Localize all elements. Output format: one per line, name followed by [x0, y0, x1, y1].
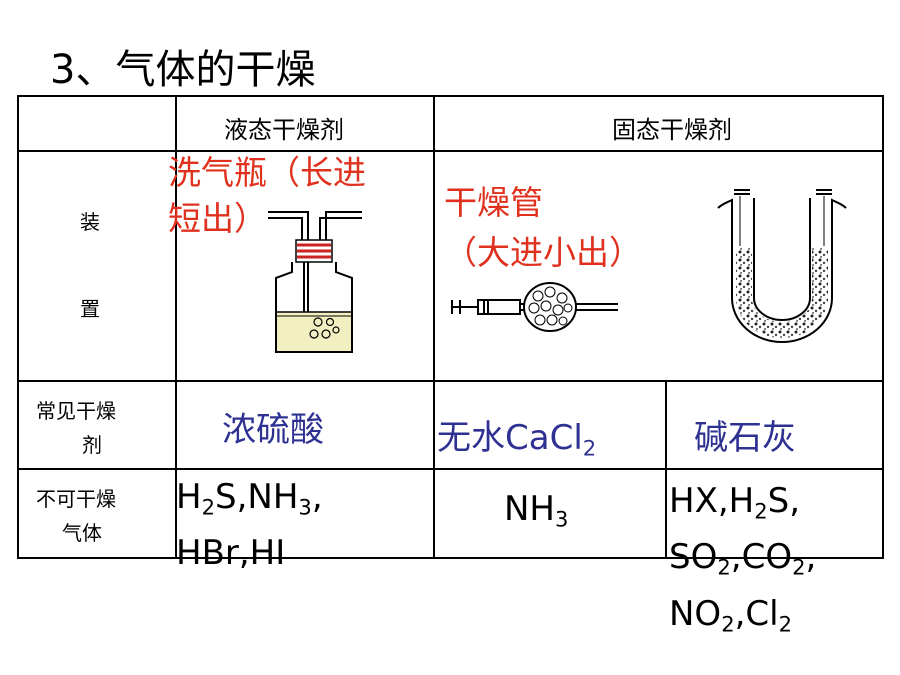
table-border-bottom	[17, 557, 884, 559]
cannot-dry-cacl2: NH3	[504, 486, 568, 542]
table-border-left	[17, 95, 19, 559]
wash-bottle-note-line-2: 短出）	[168, 199, 267, 238]
gas-line: NH3	[504, 489, 569, 532]
wash-bottle-diagram	[268, 211, 362, 353]
cannot-dry-sulfuric: H2S,NH3, HBr,HI	[176, 474, 323, 576]
row-label-apparatus-1: 装	[80, 210, 100, 234]
gas-line: NO2,Cl2	[669, 593, 793, 636]
table-border-right	[882, 95, 884, 559]
table-row-divider	[17, 150, 884, 152]
table-row-divider	[17, 468, 884, 470]
u-tube-diagram	[717, 189, 847, 343]
table-row-divider	[17, 380, 884, 382]
row-label-desiccant-2: 剂	[82, 433, 102, 457]
desiccant-sulfuric-acid: 浓硫酸	[222, 410, 324, 450]
table-col-divider	[175, 95, 177, 559]
table-col-divider	[433, 95, 435, 559]
row-label-cannot-dry-2: 气体	[62, 521, 102, 545]
table-col-divider	[665, 380, 667, 559]
gas-line: SO2,CO2,	[669, 537, 817, 580]
page-title: 3、气体的干燥	[50, 47, 316, 93]
row-label-desiccant-1: 常见干燥	[36, 399, 116, 423]
gas-line: H2S,NH3,	[176, 477, 323, 520]
drying-tube-diagram	[451, 282, 618, 332]
header-liquid-desiccant: 液态干燥剂	[224, 116, 344, 144]
header-solid-desiccant: 固态干燥剂	[612, 116, 732, 144]
drying-tube-note-line-1: 干燥管	[444, 183, 543, 222]
gas-line: HBr,HI	[176, 533, 286, 574]
row-label-cannot-dry-1: 不可干燥	[36, 487, 116, 511]
desiccant-calcium-chloride: 无水CaCl2	[437, 418, 597, 461]
gas-line: HX,H2S,	[669, 481, 801, 524]
table-border-top	[17, 95, 884, 97]
row-label-apparatus-2: 置	[80, 297, 100, 321]
drying-tube-note-line-2: （大进小出）	[444, 233, 642, 272]
cannot-dry-soda-lime: HX,H2S, SO2,CO2, NO2,Cl2	[669, 478, 816, 647]
desiccant-soda-lime: 碱石灰	[694, 418, 796, 458]
wash-bottle-note-line-1: 洗气瓶（长进	[168, 153, 366, 192]
